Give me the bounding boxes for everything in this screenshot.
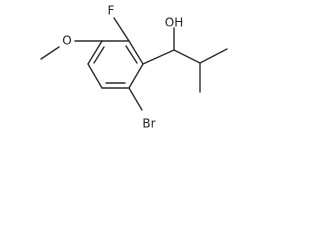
ring-bond-c6-c1 — [128, 63, 144, 89]
bond-methine-methyl-up — [199, 48, 228, 64]
bond-c1-carbinol — [142, 49, 175, 65]
atom-label-methoxy-oxygen: O — [62, 34, 71, 48]
ring-bond-c4-c5 — [87, 63, 103, 89]
bond-oxygen-methyl — [40, 46, 60, 60]
bond-carbinol-methine — [173, 49, 201, 64]
ring-double-bond-c3-c4 — [93, 46, 105, 64]
bond-c6-bromine — [128, 87, 143, 111]
bond-c2-fluorine — [113, 17, 130, 42]
atom-label-hydroxyl: OH — [165, 16, 183, 30]
atom-label-fluorine: F — [108, 4, 115, 18]
ring-bond-c1-c2 — [128, 40, 144, 65]
atom-label-bromine: Br — [142, 117, 155, 131]
chemical-structure: OH F O Br — [40, 4, 228, 131]
ring-bond-c3-c4 — [87, 40, 103, 65]
ring-double-bond-c1-c2 — [125, 45, 138, 64]
